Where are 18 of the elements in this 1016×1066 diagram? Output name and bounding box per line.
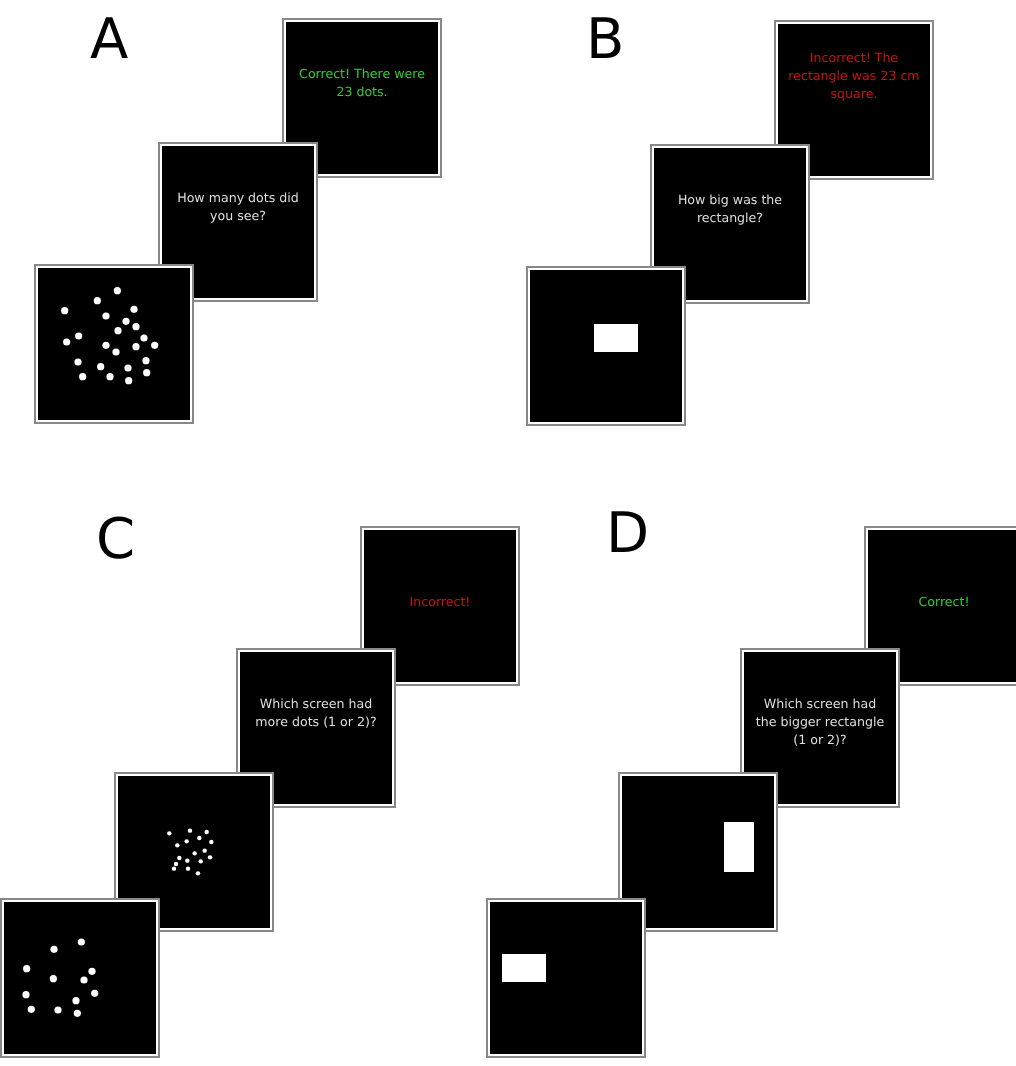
screen — [740, 648, 900, 808]
screen — [864, 526, 1016, 686]
screen — [360, 526, 520, 686]
screen — [236, 648, 396, 808]
screen — [0, 898, 160, 1058]
panel-letter: D — [606, 504, 650, 564]
panel-letter: A — [90, 10, 129, 70]
screen — [114, 772, 274, 932]
screen — [282, 18, 442, 178]
screen — [158, 142, 318, 302]
screen — [650, 144, 810, 304]
screen — [774, 20, 934, 180]
screen — [34, 264, 194, 424]
screen — [486, 898, 646, 1058]
panel-letter: C — [96, 510, 136, 570]
panel-letter: B — [586, 10, 625, 70]
screen — [526, 266, 686, 426]
screen — [618, 772, 778, 932]
